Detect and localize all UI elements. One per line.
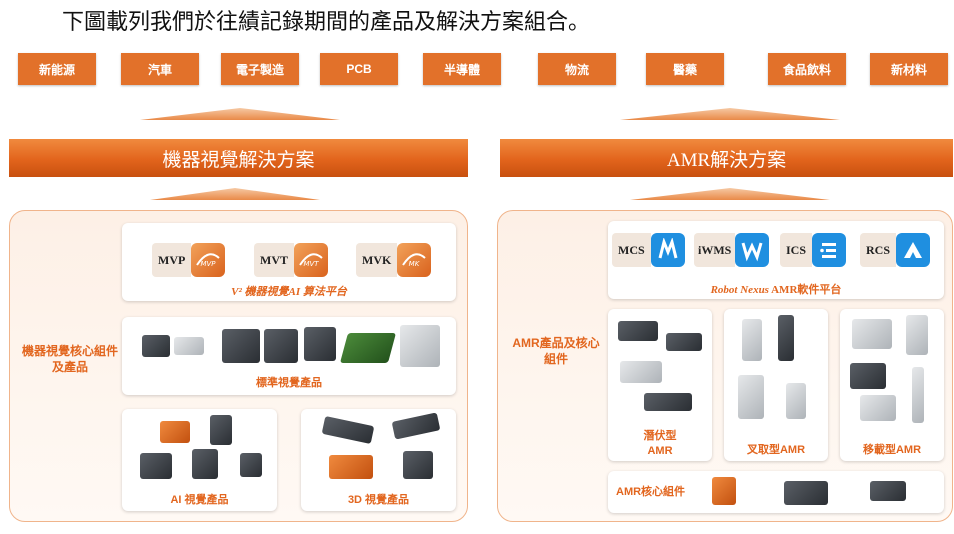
code-reader-icon [192,449,218,479]
iwms-label: iWMS [694,233,736,267]
industrial-camera-icon [264,329,298,363]
mcs-label: MCS [612,233,651,267]
mv-standard-card: 標準視覺產品 [122,317,456,395]
mvk-product[interactable]: MVK MK [356,243,432,277]
latent-amr-caption: 潛伏型 AMR [608,429,712,459]
rcs-product[interactable]: RCS [860,233,931,267]
mvp-label: MVP [152,243,192,277]
mvp-logo-icon: MVP [191,243,226,277]
mvk-logo-icon: MK [397,243,432,277]
3d-camera-icon [329,455,373,479]
amr-core-caption: AMR核心組件 [616,486,686,498]
industry-food-beverage: 食品飲料 [768,53,846,85]
mv-standard-caption: 標準視覺產品 [256,377,322,389]
latent-amr-robot-icon [666,333,702,351]
controller-icon [784,481,828,505]
3d-line-scanner-icon [321,415,375,445]
latent-amr-robot-icon [620,361,662,383]
amr-panel: AMR產品及核心組件 MCS iWMS ICS RCS Robot [497,210,953,522]
forklift-amr-icon [786,383,806,419]
mvt-label: MVT [254,243,294,277]
svg-text:MVT: MVT [303,260,319,268]
smart-camera-icon [210,415,232,445]
mvp-product[interactable]: MVP MVP [152,243,226,277]
industry-electronics: 電子製造 [221,53,299,85]
mv-ai-card: AI 視覺產品 [122,409,277,511]
sensor-icon [712,477,736,505]
mv-3d-caption: 3D 視覺產品 [347,494,410,506]
mv-bottom-wedge [150,188,320,200]
intro-text: 下圖載列我們於往績記錄期間的產品及解決方案組合。 [62,9,591,34]
smart-camera-icon [240,453,262,477]
smart-camera-icon [160,421,190,443]
forklift-amr-icon [742,319,762,361]
latent-amr-caption-line1: 潛伏型 [643,430,677,442]
forklift-amr-icon [778,315,794,361]
frame-grabber-card-icon [339,333,397,363]
latent-amr-caption-line2: AMR [647,445,673,457]
forklift-amr-card: 叉取型AMR [724,309,828,461]
mv-banner: 機器視覺解決方案 [9,139,468,177]
ics-product[interactable]: ICS [780,233,847,267]
amr-bottom-wedge [630,188,830,200]
code-reader-icon [140,453,172,479]
camera-icon [142,335,170,357]
iwms-logo-icon [735,233,770,267]
industrial-camera-icon [222,329,260,363]
mv-side-label: 機器視覺核心組件及產品 [21,344,118,374]
mv-platform-card: MVP MVP MVT MVT MVK MK V² 機器視覺AI 算法平台 [122,223,456,301]
amr-core-card: AMR核心組件 [608,471,944,513]
latent-amr-card: 潛伏型 AMR [608,309,712,461]
mvt-product[interactable]: MVT MVT [254,243,328,277]
amr-side-label: AMR產品及核心組件 [512,336,600,366]
industry-new-materials: 新材料 [870,53,948,85]
industry-pharma: 醫藥 [646,53,724,85]
mv-3d-card: 3D 視覺產品 [301,409,456,511]
mv-ai-caption: AI 視覺產品 [170,494,229,506]
latent-amr-robot-icon [644,393,692,411]
amr-platform-card: MCS iWMS ICS RCS Robot Nexus AMR軟件平台 [608,221,944,299]
industry-pcb: PCB [320,53,398,85]
transfer-amr-icon [850,363,886,389]
industry-logistics: 物流 [538,53,616,85]
transfer-amr-icon [912,367,924,423]
mcs-product[interactable]: MCS [612,233,685,267]
industrial-camera-icon [304,327,336,361]
transfer-amr-caption: 移載型AMR [862,444,922,456]
transfer-amr-icon [860,395,896,421]
latent-amr-robot-icon [618,321,658,341]
amr-top-wedge [620,108,840,120]
svg-text:MVP: MVP [201,260,217,268]
industry-new-energy: 新能源 [18,53,96,85]
industry-automotive: 汽車 [121,53,199,85]
lidar-icon [870,481,906,501]
forklift-amr-caption: 叉取型AMR [746,444,806,456]
rcs-label: RCS [860,233,897,267]
ics-logo-icon [812,233,847,267]
rcs-logo-icon [896,233,931,267]
mv-panel: 機器視覺核心組件及產品 MVP MVP MVT MVT MVK MK V² 機器… [9,210,468,522]
transfer-amr-card: 移載型AMR [840,309,944,461]
transfer-amr-icon [852,319,892,349]
amr-platform-caption-rest: AMR軟件平台 [768,284,842,296]
mvk-label: MVK [356,243,398,277]
camera-icon [174,337,204,355]
industry-semiconductor: 半導體 [423,53,501,85]
transfer-amr-icon [906,315,928,355]
3d-line-scanner-icon [391,412,441,440]
robot-nexus-text: Robot Nexus [710,284,769,296]
ics-label: ICS [780,233,813,267]
vision-controller-icon [400,325,440,367]
forklift-amr-icon [738,375,764,419]
iwms-product[interactable]: iWMS [694,233,770,267]
mv-platform-caption: V² 機器視覺AI 算法平台 [231,286,347,298]
mcs-logo-icon [650,233,685,267]
mv-top-wedge [140,108,340,120]
mvt-logo-icon: MVT [294,243,328,277]
amr-platform-caption: Robot Nexus AMR軟件平台 [608,281,944,297]
amr-banner: AMR解決方案 [500,139,953,177]
3d-camera-icon [403,451,433,479]
svg-text:MK: MK [409,260,421,268]
industry-row: 新能源 汽車 電子製造 PCB 半導體 物流 醫藥 食品飲料 新材料 [18,53,948,85]
